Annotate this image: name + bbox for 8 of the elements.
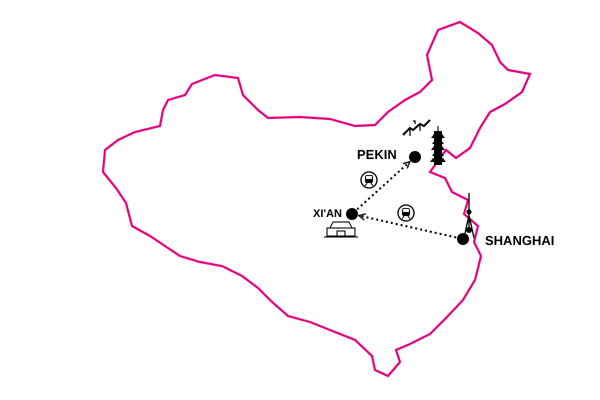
city-label: PEKIN: [357, 148, 397, 161]
city-dot: [457, 233, 469, 245]
dotted-arrow: [356, 160, 410, 210]
dotted-arrow: [358, 213, 456, 238]
city-dot: [409, 151, 421, 163]
city-label: SHANGHAI: [485, 234, 554, 247]
city-dot: [346, 208, 358, 220]
city-label: XI'AN: [313, 209, 342, 220]
